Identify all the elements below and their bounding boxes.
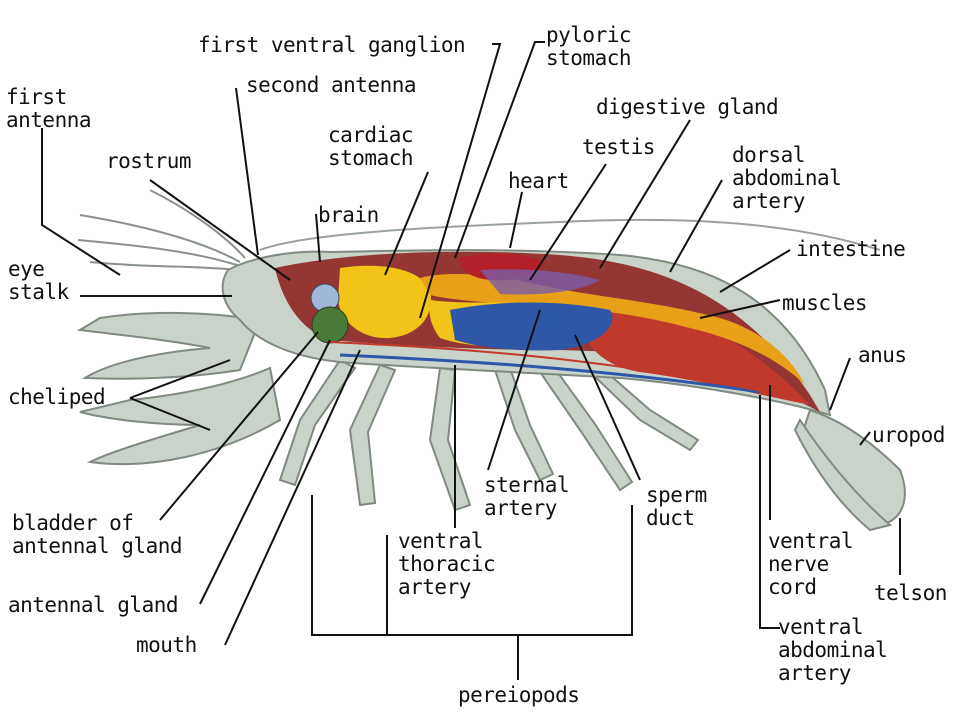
label-pereiopods: pereiopods: [458, 683, 580, 707]
label-muscles: muscles: [782, 291, 868, 315]
label-mouth: mouth: [136, 633, 197, 657]
label-dorsal-abdominal-artery: dorsal abdominal artery: [732, 143, 842, 213]
internal-organs: [275, 251, 820, 412]
label-second-antenna: second antenna: [246, 73, 417, 97]
label-testis: testis: [582, 135, 655, 159]
label-ventral-thoracic-artery: ventral thoracic artery: [398, 529, 496, 599]
label-sperm-duct: sperm duct: [646, 483, 707, 530]
label-first-antenna: first antenna: [6, 85, 92, 132]
label-brain: brain: [318, 203, 379, 227]
label-heart: heart: [508, 169, 569, 193]
label-uropod: uropod: [872, 423, 945, 447]
label-anus: anus: [858, 343, 907, 367]
label-antennal-gland: antennal gland: [8, 593, 179, 617]
label-eye-stalk: eye stalk: [8, 257, 69, 304]
label-ventral-abdominal-artery: ventral abdominal artery: [778, 615, 888, 685]
label-rostrum: rostrum: [106, 149, 192, 173]
label-ventral-nerve-cord: ventral nerve cord: [768, 529, 854, 599]
label-pyloric-stomach: pyloric stomach: [546, 23, 632, 70]
cheliped-shape: [77, 311, 282, 466]
tail-fan-shape: [793, 408, 906, 532]
label-intestine: intestine: [796, 237, 906, 261]
leader-lines: [41, 41, 901, 680]
label-sternal-artery: sternal artery: [484, 473, 570, 520]
label-telson: telson: [874, 581, 947, 605]
label-first-ventral-ganglion: first ventral ganglion: [198, 33, 466, 57]
label-cardiac-stomach: cardiac stomach: [328, 123, 414, 170]
label-bladder-of-antennal-gland: bladder of antennal gland: [12, 511, 183, 558]
label-cheliped: cheliped: [8, 385, 106, 409]
label-digestive-gland: digestive gland: [596, 95, 779, 119]
